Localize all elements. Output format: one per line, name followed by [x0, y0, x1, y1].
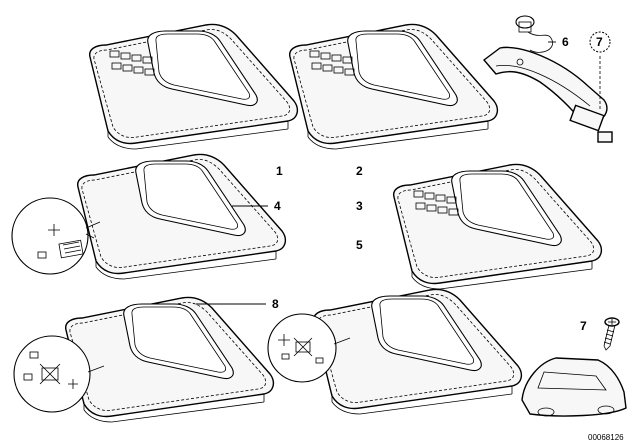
callout-3: 3: [356, 199, 363, 213]
symbol-detail-lens-4: [11, 197, 101, 275]
callout-7-circle-label: 7: [596, 35, 603, 49]
trim-cover-part-1: [88, 23, 299, 150]
screw-part-7: [603, 317, 620, 351]
trim-cover-part-2: [288, 23, 499, 150]
trim-cover-part-5: [312, 288, 523, 415]
symbol-detail-lens-5: [267, 313, 351, 383]
light-cable-assembly-part-6: [482, 15, 613, 143]
callout-2: 2: [356, 164, 363, 178]
callout-6: 6: [562, 35, 569, 49]
callout-1: 1: [276, 164, 283, 178]
symbol-detail-lens-8: [13, 335, 105, 413]
callout-4: 4: [274, 199, 281, 213]
trim-cover-part-3: [392, 163, 603, 290]
trim-cover-part-4: [76, 153, 287, 280]
callout-7: 7: [580, 319, 587, 333]
callout-5: 5: [356, 238, 363, 252]
vehicle-silhouette-icon: [521, 357, 627, 417]
callout-7-circled: 7: [589, 31, 611, 53]
document-number: 00068126: [588, 433, 624, 442]
trim-cover-part-8: [64, 296, 275, 423]
callout-8: 8: [272, 297, 279, 311]
